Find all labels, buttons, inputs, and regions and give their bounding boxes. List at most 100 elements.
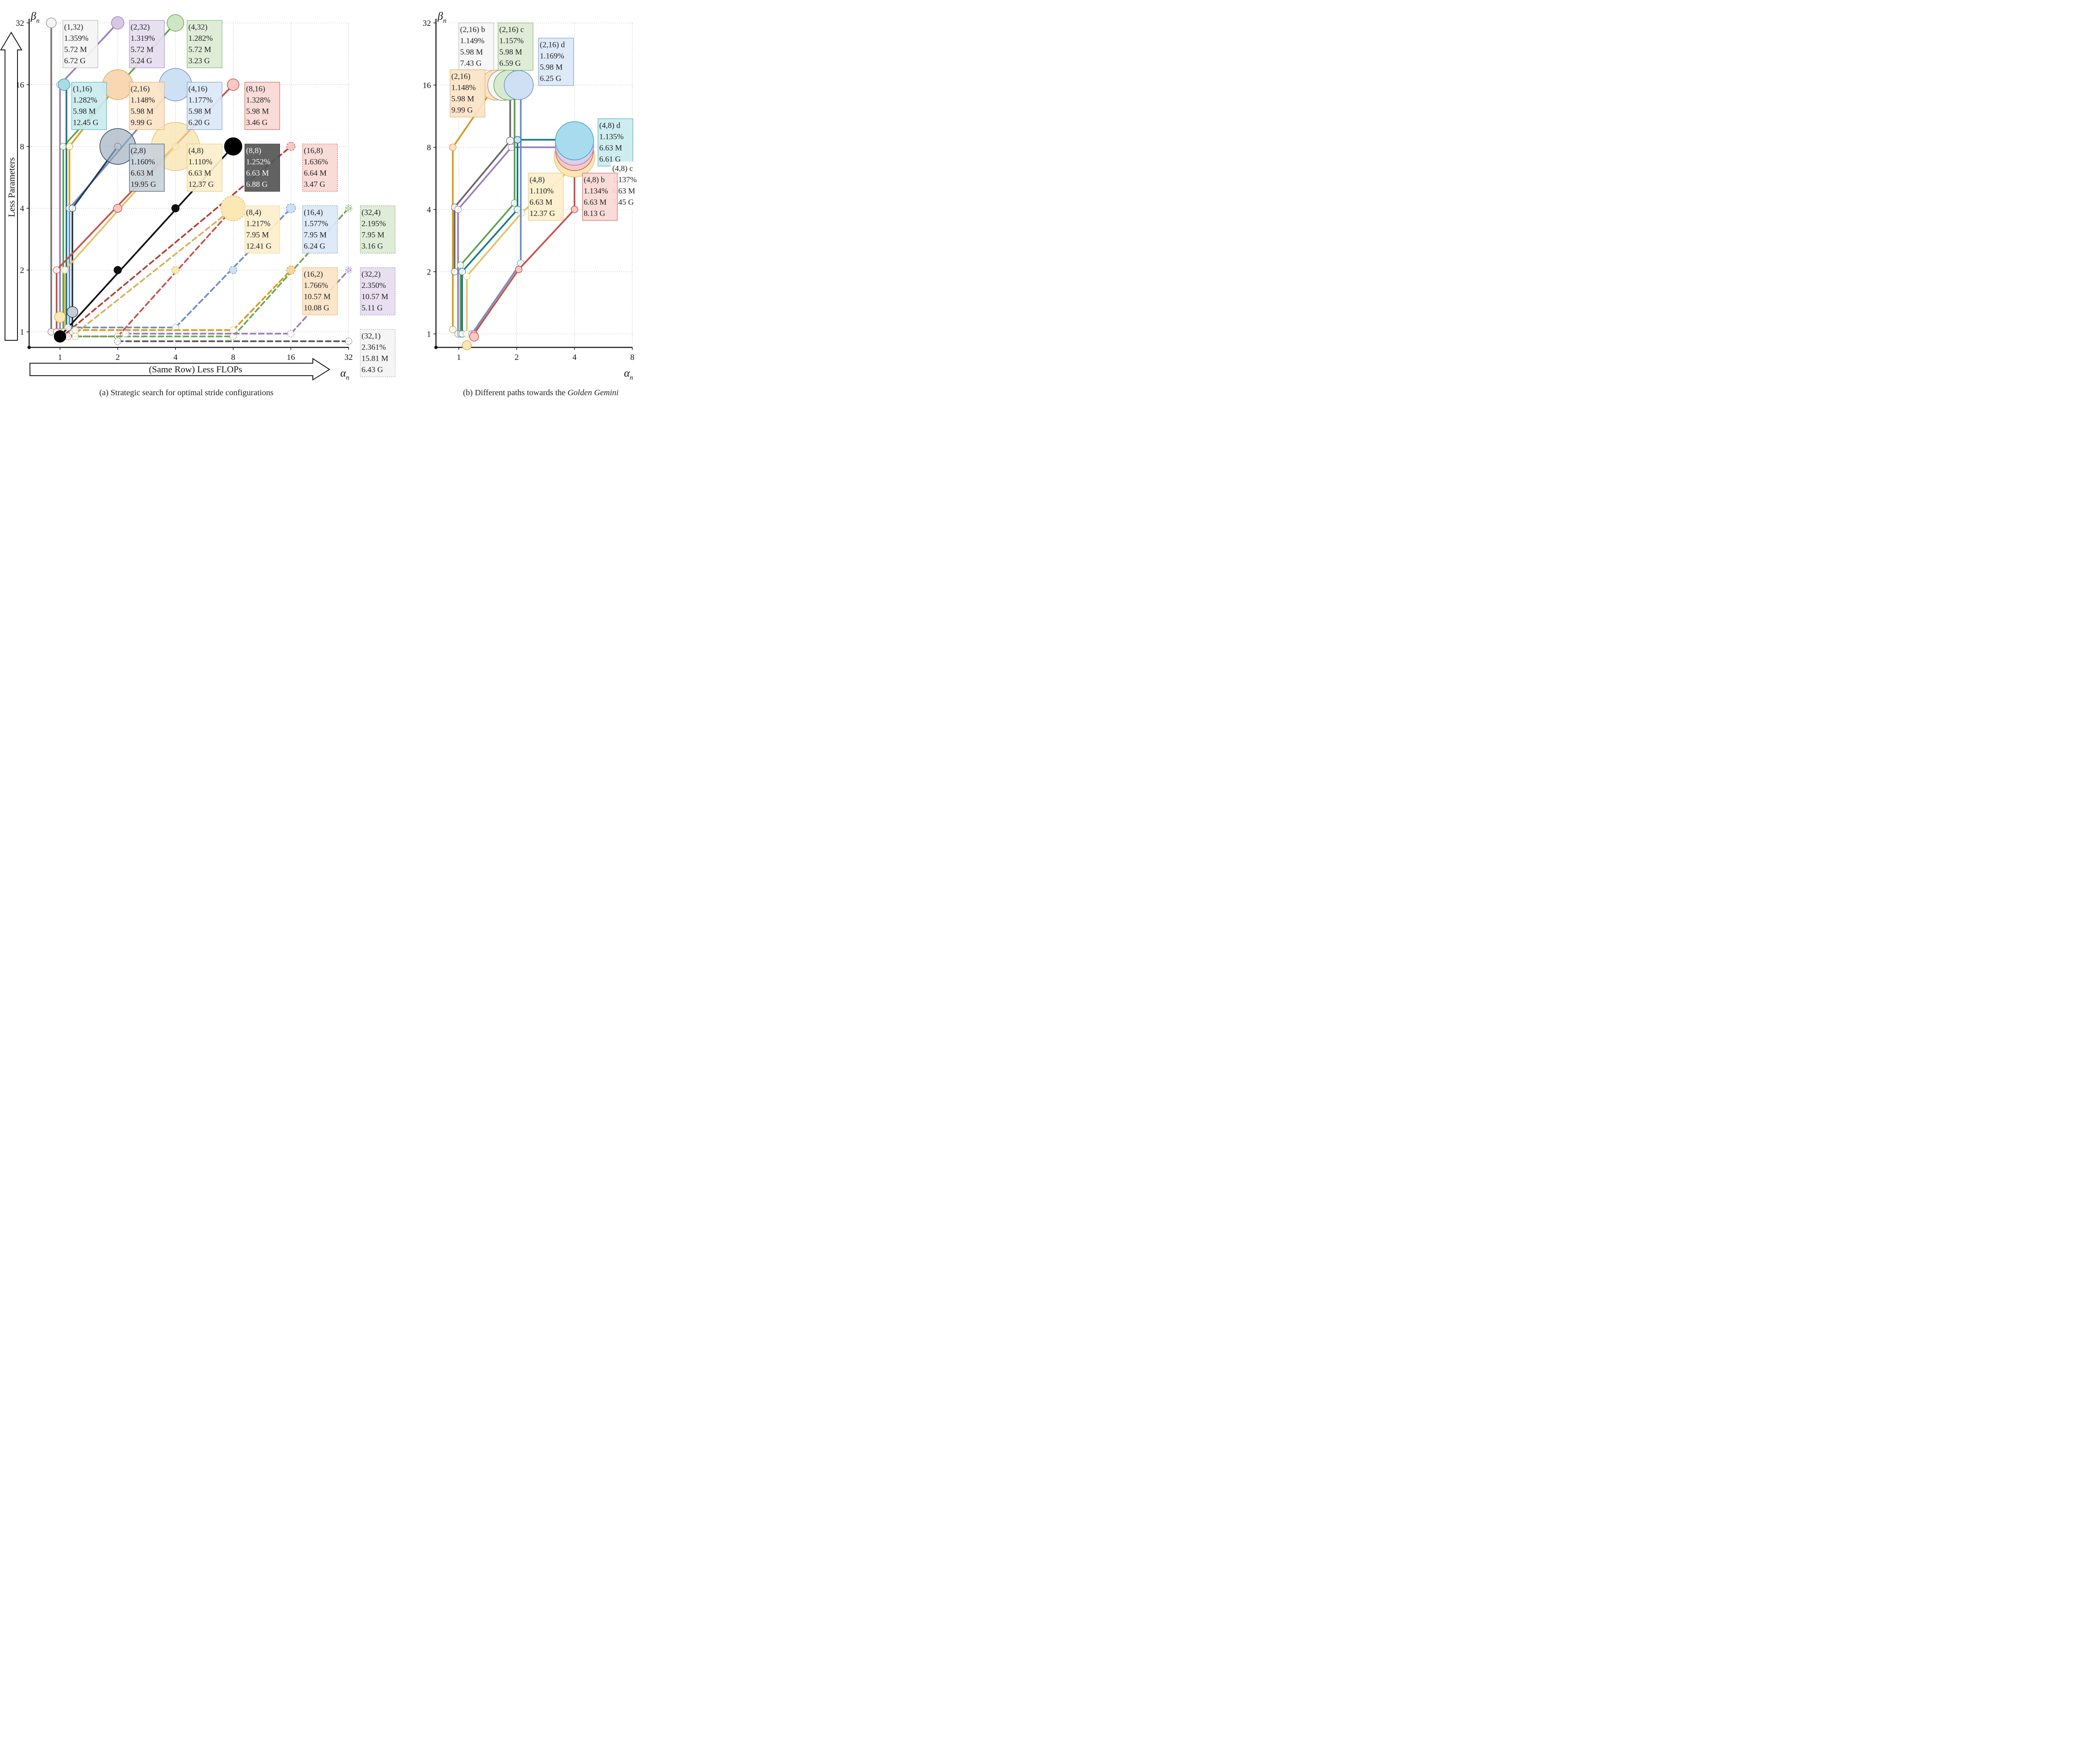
config-label-line: 6.63 M xyxy=(612,187,635,196)
config-label: (2,16) d1.169%5.98 M6.25 G xyxy=(538,38,574,86)
config-label-line: 5.24 G xyxy=(131,57,152,65)
config-label: (16,8)1.636%6.64 M3.47 G xyxy=(302,144,338,192)
config-label-box xyxy=(245,144,280,192)
config-marker xyxy=(571,206,578,213)
config-label-line: 5.72 M xyxy=(188,45,211,54)
config-label-line: 5.98 M xyxy=(246,107,269,116)
config-label: (4,8) b1.134%6.63 M8.13 G xyxy=(582,173,618,221)
config-label-line: (4,8) d xyxy=(599,121,620,130)
config-label-box xyxy=(302,267,338,315)
config-label-line: 5.98 M xyxy=(540,63,563,72)
series-line xyxy=(457,146,576,335)
config-label-line: 1.636% xyxy=(304,158,328,166)
series-point xyxy=(449,326,457,333)
caption-b: (b) Different paths towards the Golden G… xyxy=(463,388,619,397)
config-label-line: 8.13 G xyxy=(584,209,605,218)
config-label-line: (8,16) xyxy=(246,85,265,94)
x-tick-label: 4 xyxy=(572,353,577,362)
config-label-line: 10.57 M xyxy=(304,292,331,301)
config-label: (16,2)1.766%10.57 M10.08 G xyxy=(302,267,338,315)
config-label-line: 6.64 M xyxy=(304,169,327,178)
x-tick-label: 2 xyxy=(515,353,519,362)
series-point xyxy=(114,337,121,345)
config-label-line: 1.319% xyxy=(131,34,155,43)
series-point xyxy=(72,326,79,334)
x-tick-label: 32 xyxy=(344,353,353,362)
config-label-box xyxy=(360,329,396,377)
y-tick-label: 2 xyxy=(20,266,24,275)
series-point xyxy=(458,268,466,275)
config-label-line: 5.98 M xyxy=(73,107,96,116)
config-label-line: (4,8) xyxy=(188,146,203,155)
config-label-line: 1.577% xyxy=(304,220,328,228)
config-label-line: 9.99 G xyxy=(131,119,152,127)
config-label-box xyxy=(129,20,165,68)
config-label-line: 1.135% xyxy=(599,132,624,141)
config-label-line: 2.195% xyxy=(362,220,386,228)
axis-arrows: Less Parameters(Same Row) Less FLOPs xyxy=(0,32,330,381)
series-point xyxy=(72,333,79,340)
series-point xyxy=(229,333,237,340)
config-label-box xyxy=(450,69,485,117)
config-marker xyxy=(102,69,133,100)
y-tick-label: 1 xyxy=(427,330,431,339)
config-label: (4,16)1.177%5.98 M6.20 G xyxy=(187,82,223,130)
config-label: (2,8)1.160%6.63 M19.95 G xyxy=(129,144,165,192)
config-label: (2,16) b1.149%5.98 M7.43 G xyxy=(458,22,494,71)
config-label: (2,32)1.319%5.72 M5.24 G xyxy=(129,20,165,68)
config-marker xyxy=(462,340,472,350)
config-label-line: 5.98 M xyxy=(460,48,483,57)
config-label: (8,8)1.252%6.63 M6.88 G xyxy=(245,144,280,192)
config-label-line: 6.25 G xyxy=(540,74,562,83)
config-label-line: 6.24 G xyxy=(304,242,325,251)
x-tick-label: 2 xyxy=(116,353,120,362)
config-marker xyxy=(58,78,70,91)
config-label: (8,4)1.217%7.95 M12.41 G xyxy=(245,206,280,254)
config-label-line: 1.148% xyxy=(131,96,155,105)
config-marker xyxy=(54,311,66,323)
config-label-line: (2,16) d xyxy=(540,41,565,50)
config-label-line: 1.160% xyxy=(131,158,155,166)
config-label-line: 1.110% xyxy=(530,187,554,196)
config-label-line: 5.98 M xyxy=(188,107,211,116)
config-label-box xyxy=(187,82,223,130)
config-label-line: 10.57 M xyxy=(362,292,389,301)
series-point xyxy=(463,273,470,280)
series-point xyxy=(53,266,60,274)
config-label-line: 1.328% xyxy=(246,96,271,105)
config-label-box xyxy=(302,144,338,192)
config-label-line: 3.46 G xyxy=(246,119,268,127)
config-marker xyxy=(346,206,351,211)
config-label-box xyxy=(597,118,633,166)
y-tick-label: 2 xyxy=(427,268,431,277)
config-label-line: 6.63 M xyxy=(246,169,269,178)
series-line xyxy=(74,207,234,334)
config-label-line: 1.110% xyxy=(188,158,213,166)
axis-origin-dot xyxy=(27,346,31,349)
config-label-line: 5.98 M xyxy=(131,107,154,116)
config-marker xyxy=(555,121,594,161)
config-label: (4,8) 1.110% 6.63 M 12.37 G xyxy=(187,144,223,192)
config-marker xyxy=(220,195,246,221)
config-label-line: (8,4) xyxy=(246,208,261,217)
config-marker xyxy=(286,265,296,275)
caption-a: (a) Strategic search for optimal stride … xyxy=(99,388,274,397)
config-marker xyxy=(171,204,180,213)
config-label-box xyxy=(187,20,223,68)
config-label-line: 12.37 G xyxy=(530,209,555,218)
config-label-line: 6.63 M xyxy=(188,169,211,178)
config-label-box xyxy=(302,206,338,254)
series-point xyxy=(287,330,295,337)
markers-b xyxy=(449,69,595,350)
config-label-line: 5.72 M xyxy=(64,45,87,54)
config-label-line: 12.37 G xyxy=(188,180,214,189)
config-label-line: (16,4) xyxy=(304,208,323,217)
config-marker xyxy=(54,330,67,343)
x-axis-label: (Same Row) Less FLOPs xyxy=(149,364,242,374)
config-label-line: 1.177% xyxy=(188,96,213,105)
config-label: (4,32)1.282%5.72 M3.23 G xyxy=(187,20,223,68)
config-label-line: 6.63 M xyxy=(530,198,552,207)
config-label-line: (4,8) b xyxy=(584,176,605,184)
config-label-line: (32,2) xyxy=(362,270,381,279)
